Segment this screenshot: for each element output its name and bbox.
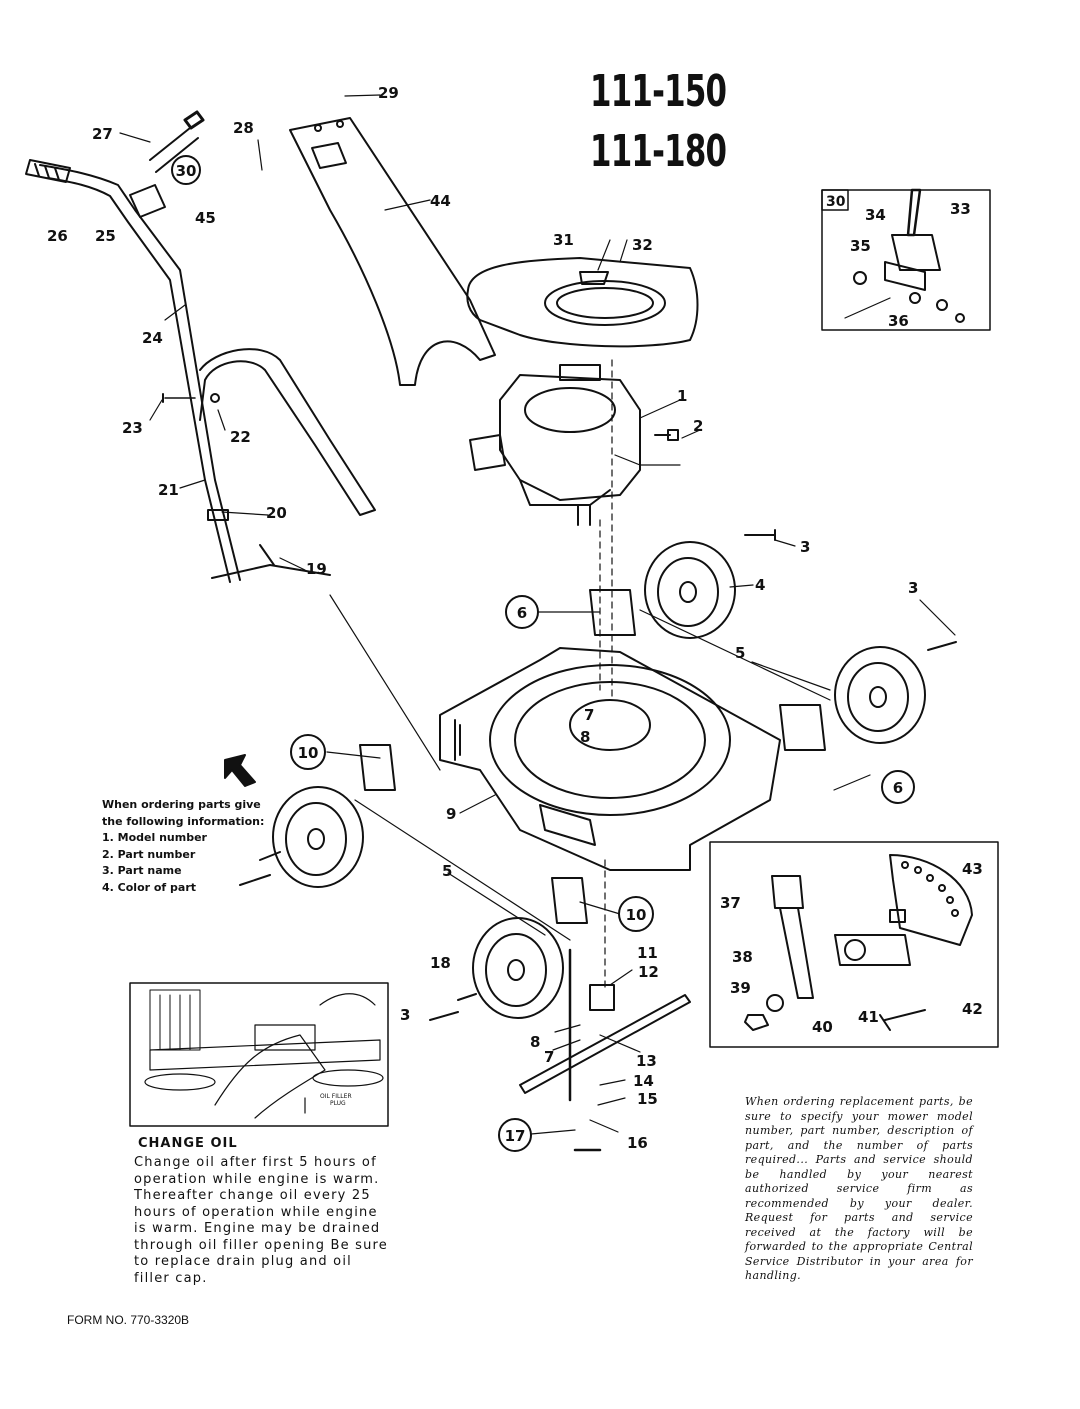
callout-19: 19 (306, 560, 327, 578)
change-oil-text: Change oil after first 5 hours of operat… (134, 1155, 389, 1286)
callout-21: 21 (158, 481, 179, 499)
form-number: FORM NO. 770-3320B (67, 1313, 190, 1327)
callout-13: 13 (636, 1052, 657, 1070)
callout-44: 44 (430, 192, 451, 210)
wheel-rear-left (472, 917, 564, 1019)
callout-30-inset: 30 (826, 194, 846, 210)
callout-4: 4 (755, 576, 765, 594)
engine (469, 364, 679, 526)
callout-7: 7 (544, 1048, 554, 1066)
mower-deck (439, 647, 781, 871)
handle-cover (289, 117, 496, 386)
change-oil-title: CHANGE OIL (138, 1136, 238, 1151)
callout-24: 24 (142, 329, 163, 347)
callout-35: 35 (850, 237, 871, 255)
ordering-info-line: the following information: (102, 814, 265, 828)
callout-43: 43 (962, 860, 983, 878)
callout-16: 16 (627, 1134, 648, 1152)
callout-17: 17 (505, 1127, 526, 1145)
callout-29: 29 (378, 84, 399, 102)
callout-10: 10 (626, 906, 647, 924)
engine-shroud (466, 257, 699, 348)
callout-25: 25 (95, 227, 116, 245)
ordering-info-item: 2. Part number (102, 847, 196, 861)
callout-32: 32 (632, 236, 653, 254)
callout-26: 26 (47, 227, 68, 245)
callout-7: 7 (584, 706, 594, 724)
callout-3: 3 (800, 538, 810, 556)
callout-12: 12 (638, 963, 659, 981)
callout-15: 15 (637, 1090, 658, 1108)
callout-33: 33 (950, 200, 971, 218)
callout-28: 28 (233, 119, 254, 137)
callout-36: 36 (888, 312, 909, 330)
callout-45: 45 (195, 209, 216, 227)
oil-change-photo (129, 982, 389, 1127)
wheel-rear-right (834, 646, 926, 744)
callout-1: 1 (677, 387, 687, 405)
callout-3: 3 (400, 1006, 410, 1024)
callout-9: 9 (446, 805, 456, 823)
callout-42: 42 (962, 1000, 983, 1018)
callout-8: 8 (580, 728, 590, 746)
callout-39: 39 (730, 979, 751, 997)
inset-height-adjuster-detail (709, 841, 999, 1048)
callout-20: 20 (266, 504, 287, 522)
ordering-info-item: 4. Color of part (102, 880, 197, 894)
callout-11: 11 (637, 944, 658, 962)
callout-34: 34 (865, 206, 886, 224)
callout-27: 27 (92, 125, 113, 143)
wheel-front-left (272, 786, 364, 888)
callout-10: 10 (298, 744, 319, 762)
handle-assembly (25, 110, 376, 583)
ordering-info: When ordering parts give the following i… (102, 797, 264, 896)
ordering-info-item: 3. Part name (102, 864, 182, 877)
callout-2: 2 (693, 417, 703, 435)
oil-filler-label-2: PLUG (330, 1100, 346, 1107)
ordering-info-item: 1. Model number (102, 831, 207, 844)
model-number: 111-180 (590, 126, 727, 177)
callout-8: 8 (530, 1033, 540, 1051)
blade (519, 994, 691, 1094)
callout-37: 37 (720, 894, 741, 912)
callout-22: 22 (230, 428, 251, 446)
callout-40: 40 (812, 1018, 833, 1036)
callout-30: 30 (176, 162, 197, 180)
ordering-info-line: When ordering parts give (102, 798, 261, 811)
callout-14: 14 (633, 1072, 654, 1090)
oil-filler-label: OIL FILLER (320, 1093, 352, 1100)
callout-41: 41 (858, 1008, 879, 1026)
replacement-parts-notice: When ordering replacement parts, be sure… (745, 1095, 973, 1282)
callout-31: 31 (553, 231, 574, 249)
callout-3: 3 (908, 579, 918, 597)
callout-6: 6 (893, 779, 903, 797)
callout-38: 38 (732, 948, 753, 966)
wheel-front-right (644, 541, 736, 639)
callout-18: 18 (430, 954, 451, 972)
callout-5: 5 (735, 644, 745, 662)
callout-5: 5 (442, 862, 452, 880)
model-number: 111-150 (590, 66, 727, 117)
callout-23: 23 (122, 419, 143, 437)
inset-lever-detail (821, 188, 991, 331)
callout-6: 6 (517, 604, 527, 622)
